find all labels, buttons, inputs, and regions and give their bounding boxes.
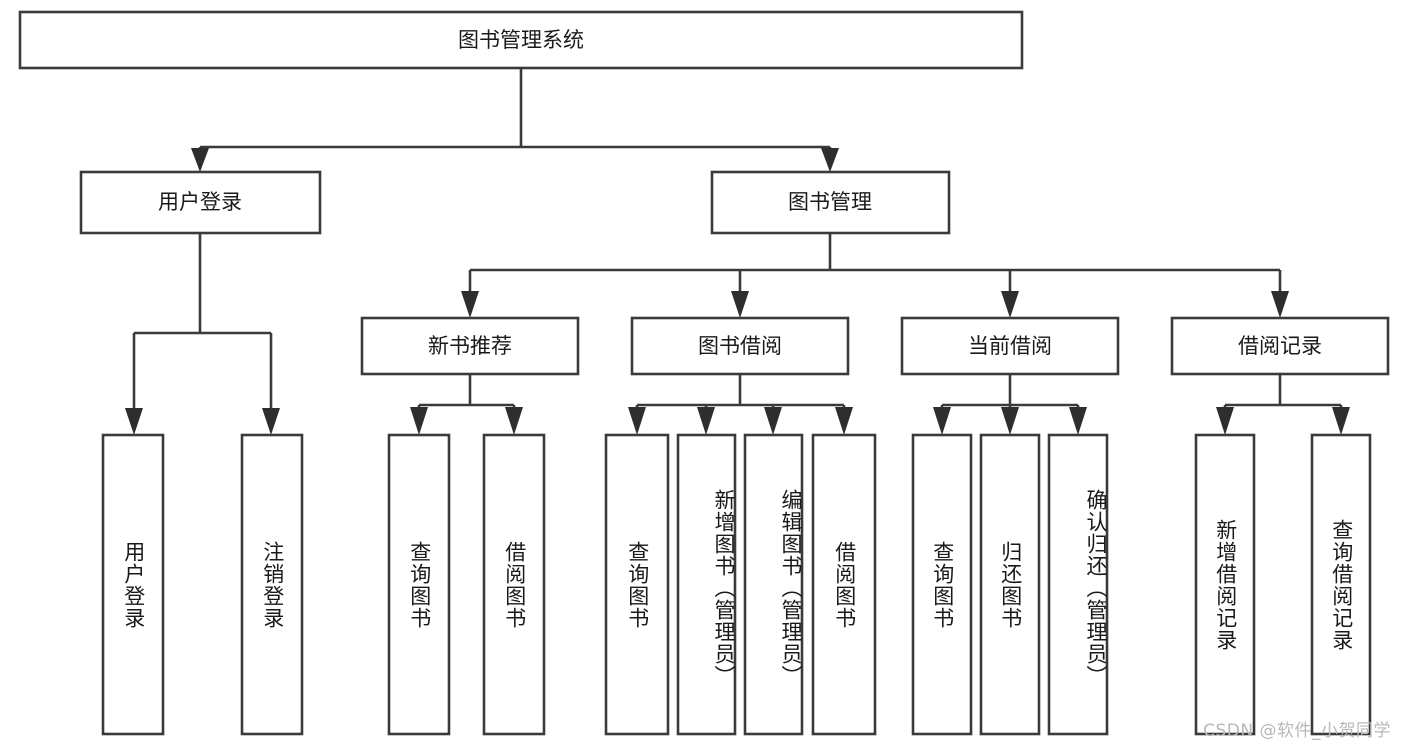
edge-current-borrow-to-leaves [933, 374, 1087, 435]
node-borrow-record[interactable]: 借阅记录 [1170, 316, 1390, 376]
arrow-head-cb-return-book [1001, 407, 1019, 435]
leaf-box-cb-return-book[interactable] [979, 433, 1041, 736]
leaf-box-br-query-record[interactable] [1310, 433, 1372, 736]
arrow-head-bb-add-book [697, 407, 715, 435]
edge-borrow-record-to-leaves [1216, 374, 1350, 435]
edge-new-book-rec-to-leaves [410, 374, 523, 435]
node-borrow-record-label: 借阅记录 [1238, 334, 1322, 358]
arrow-head-new-book-rec [461, 291, 479, 318]
arrow-head-leaf-logout [262, 408, 280, 435]
node-root-label: 图书管理系统 [458, 28, 584, 52]
leaf-box-bb-edit-book[interactable] [743, 433, 804, 736]
node-current-borrow[interactable]: 当前借阅 [900, 316, 1120, 376]
node-book-management-box[interactable] [710, 170, 951, 235]
arrow-head-bb-edit-book [764, 407, 782, 435]
arrow-head-borrow-record [1271, 291, 1289, 318]
node-book-borrow[interactable]: 图书借阅 [630, 316, 850, 376]
arrow-head-bb-borrow-book [835, 407, 853, 435]
node-current-borrow-label: 当前借阅 [968, 334, 1052, 358]
csdn-watermark: CSDN @软件_小贺同学 [1203, 721, 1391, 741]
node-borrow-record-box[interactable] [1170, 316, 1390, 376]
leaf-box-nbr-query-book[interactable] [387, 433, 451, 736]
edge-root-to-level2 [191, 68, 839, 172]
node-new-book-recommend[interactable]: 新书推荐 [360, 316, 580, 376]
arrow-head-br-add-record [1216, 407, 1234, 435]
node-user-login-box[interactable] [79, 170, 322, 235]
leaf-box-cb-confirm-return[interactable] [1047, 433, 1109, 736]
node-new-book-recommend-label: 新书推荐 [428, 334, 512, 358]
arrow-head-cb-confirm-return [1069, 407, 1087, 435]
node-new-book-recommend-box[interactable] [360, 316, 580, 376]
node-root-box[interactable] [18, 10, 1024, 70]
arrow-head-book-borrow [731, 291, 749, 318]
arrow-head-nbr-borrow-book [505, 407, 523, 435]
arrow-head-nbr-query-book [410, 407, 428, 435]
node-book-management[interactable]: 图书管理 [710, 170, 951, 235]
leaf-box-bb-borrow-book[interactable] [811, 433, 877, 736]
arrow-head-br-query-record [1332, 407, 1350, 435]
arrow-head-cb-query-book [933, 407, 951, 435]
node-user-login-label: 用户登录 [158, 190, 242, 214]
edge-book-borrow-to-leaves [628, 374, 853, 435]
leaf-box-br-add-record[interactable] [1194, 433, 1256, 736]
node-book-management-label: 图书管理 [788, 190, 872, 214]
arrow-head-current-borrow [1001, 291, 1019, 318]
node-root-book-management-system[interactable]: 图书管理系统 [18, 10, 1024, 70]
leaf-box-user-login[interactable] [101, 433, 165, 736]
leaf-box-logout[interactable] [240, 433, 304, 736]
leaf-box-bb-add-book[interactable] [676, 433, 737, 736]
edge-book-manage-to-level3 [461, 233, 1289, 318]
arrow-head-bb-query-book [628, 407, 646, 435]
node-user-login[interactable]: 用户登录 [79, 170, 322, 235]
node-book-borrow-box[interactable] [630, 316, 850, 376]
leaf-box-bb-query-book[interactable] [604, 433, 670, 736]
node-book-borrow-label: 图书借阅 [698, 334, 782, 358]
node-current-borrow-box[interactable] [900, 316, 1120, 376]
arrow-head-book-manage [821, 148, 839, 172]
arrow-head-leaf-user-login [125, 408, 143, 435]
leaf-box-cb-query-book[interactable] [911, 433, 973, 736]
arrow-head-user-login [191, 148, 209, 172]
edge-user-login-to-leaves [125, 233, 280, 435]
leaf-box-nbr-borrow-book[interactable] [482, 433, 546, 736]
